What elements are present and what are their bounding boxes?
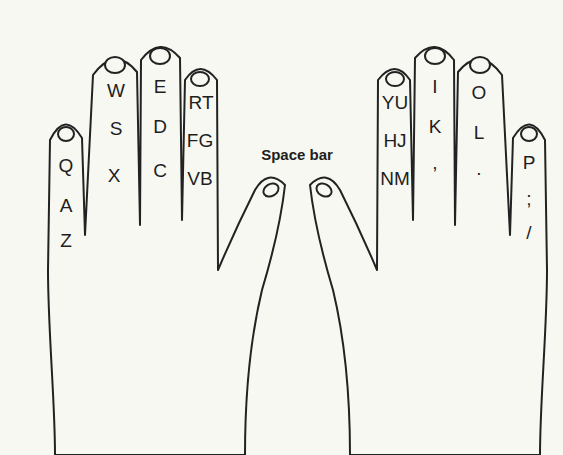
right-hand (310, 47, 547, 455)
key-label: HJ (383, 131, 406, 150)
key-label: D (153, 117, 167, 136)
key-label: P (523, 153, 536, 172)
fingernail (470, 57, 490, 73)
fingernail (425, 48, 445, 64)
key-label: I (432, 77, 437, 96)
key-label: E (154, 77, 167, 96)
hand-outline (48, 47, 285, 455)
key-label: K (429, 117, 442, 136)
fingernail (191, 72, 209, 86)
key-label: , (432, 153, 437, 172)
space-bar-label: Space bar (261, 147, 333, 162)
key-label: Q (59, 156, 74, 175)
key-label: ; (526, 189, 531, 208)
key-label: S (110, 119, 123, 138)
key-label: VB (187, 169, 212, 188)
key-label: NM (380, 169, 410, 188)
hand-outline (310, 47, 547, 455)
key-label: Z (60, 231, 72, 250)
key-label: / (526, 223, 531, 242)
key-label: O (472, 83, 487, 102)
fingernail (150, 48, 170, 64)
fingernail (386, 72, 404, 86)
key-label: A (60, 196, 73, 215)
key-label: . (476, 159, 481, 178)
fingernail (105, 57, 125, 73)
key-label: FG (187, 131, 213, 150)
fingernail (314, 181, 334, 199)
fingernail (521, 127, 537, 141)
key-label: L (474, 123, 485, 142)
key-label: X (108, 166, 121, 185)
fingernail (261, 181, 281, 199)
fingernail (58, 127, 74, 141)
key-label: RT (189, 93, 214, 112)
key-label: W (107, 81, 125, 100)
left-hand (48, 47, 285, 455)
key-label: YU (382, 93, 408, 112)
key-label: C (153, 161, 167, 180)
